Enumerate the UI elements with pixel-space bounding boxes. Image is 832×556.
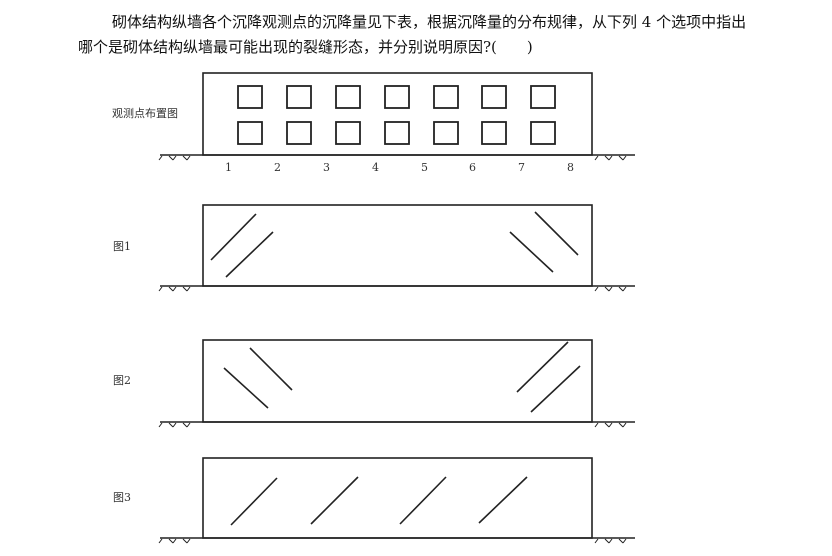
ground-hatch (608, 286, 613, 292)
ground-hatch (168, 155, 174, 161)
point-number: 5 (421, 161, 428, 174)
ground-hatch (604, 286, 610, 292)
window (335, 121, 361, 145)
point-number: 6 (469, 161, 476, 174)
ground-hatch (158, 286, 163, 292)
ground-hatch (172, 538, 177, 544)
crack (210, 213, 257, 261)
ground-hatch (604, 155, 610, 161)
ground-hatch (186, 422, 191, 428)
crack (225, 231, 274, 278)
ground-hatch (182, 155, 188, 161)
crack (530, 365, 581, 413)
ground-hatch (618, 538, 624, 544)
window (384, 121, 410, 145)
ground-hatch (158, 538, 163, 544)
crack (223, 367, 269, 409)
point-number: 2 (274, 161, 281, 174)
ground-hatch (604, 538, 610, 544)
fig1-label: 图1 (113, 240, 131, 253)
point-number: 4 (372, 161, 379, 174)
ground-hatch (186, 286, 191, 292)
ground-hatch (172, 422, 177, 428)
ground-hatch (604, 422, 610, 428)
ground-hatch (168, 538, 174, 544)
fig3-wall (160, 457, 635, 539)
ground-hatch (594, 155, 599, 161)
window (286, 121, 312, 145)
window (335, 85, 361, 109)
ground-hatch (182, 286, 188, 292)
point-number: 7 (518, 161, 525, 174)
ground-hatch (608, 155, 613, 161)
ground-hatch (594, 422, 599, 428)
window (481, 121, 507, 145)
window (384, 85, 410, 109)
ground-hatch (608, 538, 613, 544)
ground-hatch (618, 422, 624, 428)
ground-hatch (168, 422, 174, 428)
fig1-wall (160, 204, 635, 287)
question-line-1: 砌体结构纵墙各个沉降观测点的沉降量见下表，根据沉降量的分布规律，从下列 4 个选… (112, 13, 747, 31)
window (237, 85, 263, 109)
ground-hatch (608, 422, 613, 428)
crack (516, 341, 569, 393)
crack (310, 476, 359, 525)
crack (509, 231, 554, 273)
window (237, 121, 263, 145)
window (530, 121, 556, 145)
fig3-label: 图3 (113, 491, 131, 504)
window (286, 85, 312, 109)
fig2-label: 图2 (113, 374, 131, 387)
window (433, 85, 459, 109)
window (481, 85, 507, 109)
window (433, 121, 459, 145)
layout-label: 观测点布置图 (112, 107, 178, 120)
layout-wall (160, 72, 635, 156)
crack (230, 477, 278, 526)
ground-hatch (622, 538, 627, 544)
ground-hatch (186, 155, 191, 161)
point-number: 3 (323, 161, 330, 174)
ground-hatch (182, 422, 188, 428)
ground-hatch (182, 538, 188, 544)
ground-hatch (618, 286, 624, 292)
point-number: 1 (225, 161, 232, 174)
fig2-wall (160, 339, 635, 423)
ground-hatch (618, 155, 624, 161)
ground-hatch (622, 155, 627, 161)
crack (478, 476, 528, 524)
crack (399, 476, 447, 525)
ground-hatch (622, 286, 627, 292)
question-line-2: 哪个是砌体结构纵墙最可能出现的裂缝形态，并分别说明原因?( ) (78, 38, 533, 56)
ground-hatch (186, 538, 191, 544)
ground-hatch (168, 286, 174, 292)
ground-hatch (594, 538, 599, 544)
ground-hatch (622, 422, 627, 428)
crack (249, 347, 293, 391)
ground-hatch (158, 422, 163, 428)
ground-hatch (172, 286, 177, 292)
point-number: 8 (567, 161, 574, 174)
ground-hatch (172, 155, 177, 161)
ground-hatch (158, 155, 163, 161)
window (530, 85, 556, 109)
ground-hatch (594, 286, 599, 292)
crack (534, 211, 579, 256)
